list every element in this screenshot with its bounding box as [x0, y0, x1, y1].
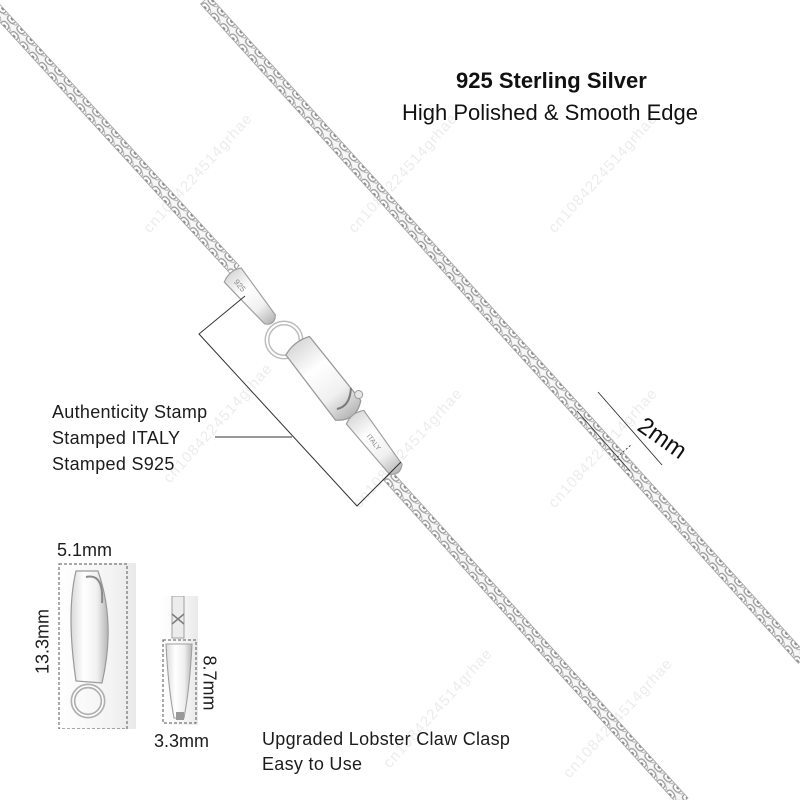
- stamp-label-s925: Stamped S925: [52, 454, 175, 474]
- chain-right: [199, 0, 800, 664]
- stamp-label-authenticity: Authenticity Stamp: [52, 402, 208, 422]
- stamp-callout-bracket: [198, 295, 402, 507]
- product-subtitle: High Polished & Smooth Edge: [402, 100, 698, 125]
- stamp-label-italy: Stamped ITALY: [52, 428, 181, 448]
- tag-length-label: 8.7mm: [199, 655, 220, 711]
- chain-width-dimension: [576, 391, 663, 472]
- product-title: 925 Sterling Silver: [456, 68, 647, 93]
- end-tag-photo: [160, 595, 198, 725]
- chain-left-lower: [382, 471, 689, 800]
- tag-width-label: 3.3mm: [154, 731, 210, 751]
- lobster-clasp-photo: [58, 563, 136, 730]
- lobster-clasp-detail-icon: [58, 563, 128, 730]
- lobster-clasp-assembly: 925 ITALY: [223, 267, 403, 475]
- clasp-label-easy: Easy to Use: [262, 754, 363, 774]
- lobster-width-label: 5.1mm: [57, 540, 113, 560]
- end-tag-detail-icon: [162, 595, 197, 724]
- chain-left-upper: [0, 3, 240, 275]
- clasp-label-upgraded: Upgraded Lobster Claw Clasp: [262, 729, 511, 749]
- lobster-length-label: 13.3mm: [32, 608, 53, 675]
